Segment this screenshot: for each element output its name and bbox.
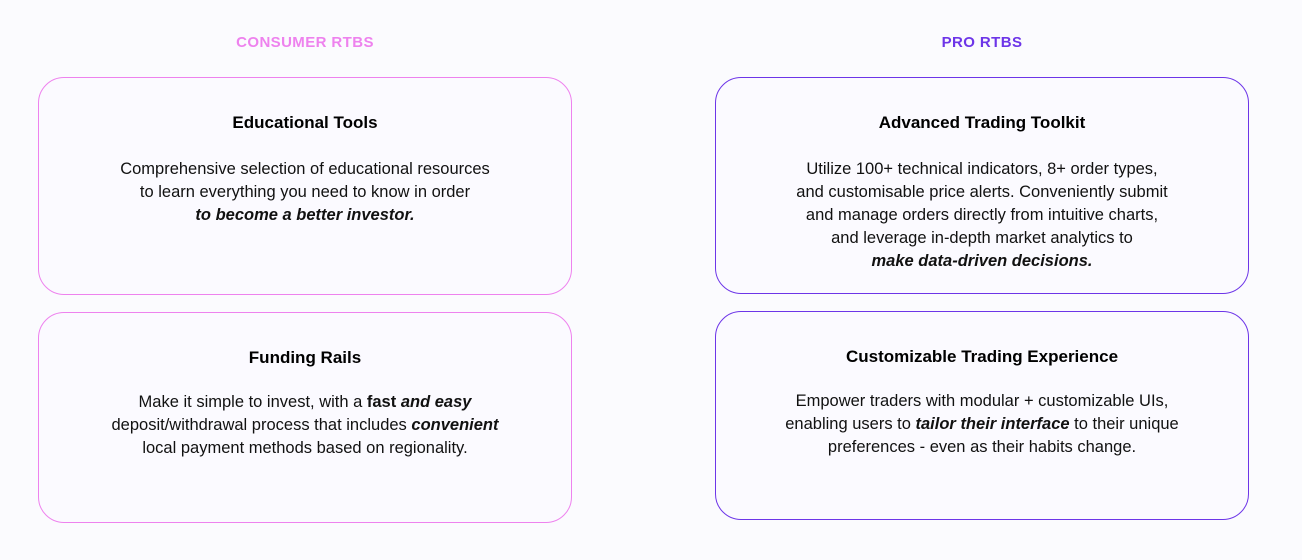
card-educational-tools: Educational Tools Comprehensive selectio… (38, 77, 572, 295)
card-title: Customizable Trading Experience (845, 347, 1119, 366)
column-consumer: CONSUMER RTBS Educational Tools Comprehe… (38, 0, 572, 523)
column-header-consumer: CONSUMER RTBS (236, 34, 374, 51)
card-title: Funding Rails (248, 348, 362, 367)
card-title: Advanced Trading Toolkit (878, 113, 1086, 132)
text-segment: fast (366, 393, 401, 411)
card-body: Make it simple to invest, with a fast an… (61, 391, 549, 460)
text-segment: and easy (400, 393, 472, 411)
card-funding-rails: Funding Rails Make it simple to invest, … (38, 312, 572, 523)
text-segment: to their unique preferences - even as th… (827, 415, 1179, 456)
card-customizable-trading-experience: Customizable Trading Experience Empower … (715, 311, 1249, 520)
card-advanced-trading-toolkit: Advanced Trading Toolkit Utilize 100+ te… (715, 77, 1249, 294)
text-segment: Empower traders with modular + customiza… (785, 392, 1169, 433)
card-body: Empower traders with modular + customiza… (738, 390, 1226, 459)
text-segment: to become a better investor. (195, 206, 415, 224)
text-segment: Utilize 100+ technical indicators, 8+ or… (796, 160, 1168, 247)
card-title: Educational Tools (232, 113, 378, 132)
column-pro: PRO RTBS Advanced Trading Toolkit Utiliz… (715, 0, 1249, 520)
text-segment: deposit/withdrawal process that includes (111, 416, 407, 434)
text-segment: Comprehensive selection of educational r… (120, 160, 490, 201)
column-header-pro: PRO RTBS (941, 34, 1023, 51)
text-segment: Make it simple to invest, with a (138, 393, 367, 411)
card-body: Comprehensive selection of educational r… (61, 158, 549, 227)
text-segment: make data-driven decisions. (871, 252, 1093, 270)
text-segment: convenient (411, 416, 499, 434)
text-segment: local payment methods based on regionali… (142, 439, 468, 457)
card-body: Utilize 100+ technical indicators, 8+ or… (738, 158, 1226, 273)
text-segment: tailor their interface (915, 415, 1070, 433)
